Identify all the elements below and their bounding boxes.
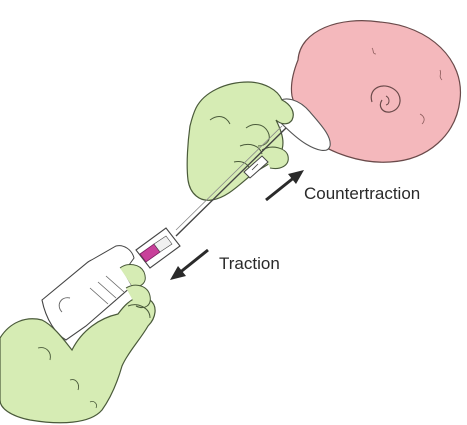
arrow-down-left-icon [170, 250, 208, 280]
countertraction-label: Countertraction [304, 184, 420, 204]
traction-label: Traction [219, 254, 280, 274]
upper-glove-hand-icon [187, 82, 293, 200]
arrow-up-right-icon [266, 170, 304, 200]
blood-tube-icon [136, 228, 180, 268]
